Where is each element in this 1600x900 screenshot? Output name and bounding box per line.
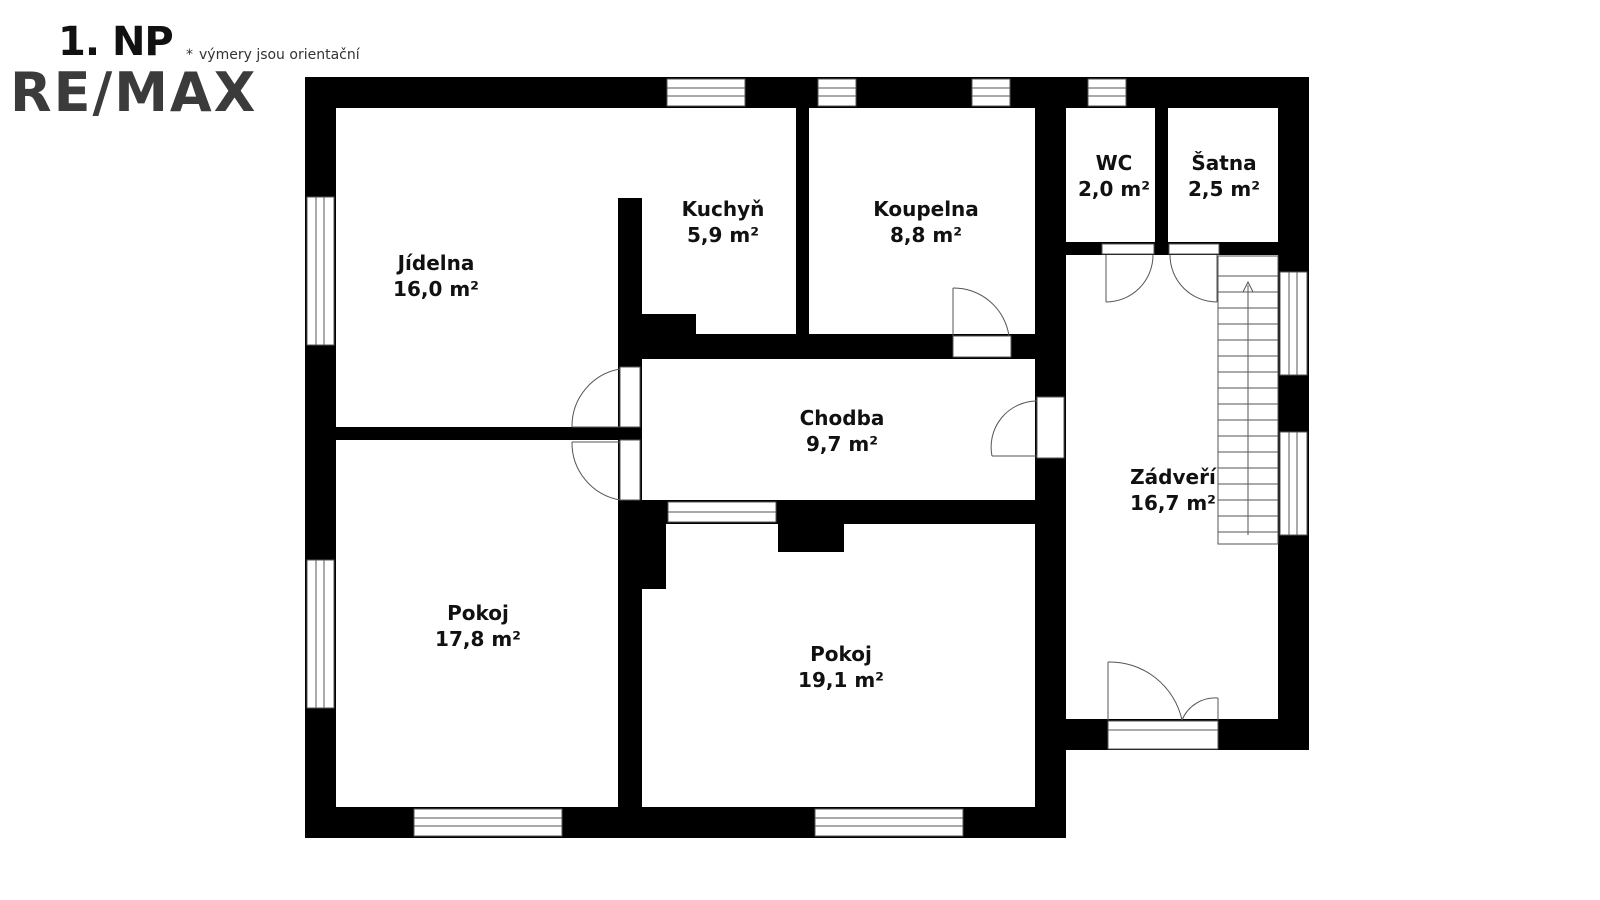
door-vestibule: [990, 396, 1065, 459]
door-wc: [1101, 243, 1155, 303]
wall-dining-room: [336, 427, 642, 440]
window-right-1: [1279, 271, 1308, 376]
room-wc-name: WC: [1096, 151, 1133, 175]
wall-annex-right: [1278, 77, 1309, 750]
wall-annex-top: [1035, 77, 1309, 108]
room-labels: Jídelna 16,0 m² Kuchyň 5,9 m² Koupelna 8…: [393, 151, 1260, 692]
room-chodba-area: 9,7 m²: [806, 432, 878, 456]
room-kuchyn-area: 5,9 m²: [687, 223, 759, 247]
room-satna-name: Šatna: [1191, 151, 1256, 175]
room-pokoj-left-area: 17,8 m²: [435, 627, 521, 651]
window-left-2: [306, 559, 335, 709]
note-mark: *: [186, 47, 193, 63]
window-top-1: [666, 78, 746, 107]
wall-kitchen-bath: [796, 108, 809, 340]
room-koupelna-name: Koupelna: [873, 197, 979, 221]
brand-logo: RE/MAX: [10, 61, 258, 124]
wall-left: [305, 77, 336, 837]
window-top-4: [1087, 78, 1127, 107]
room-pokoj-left-name: Pokoj: [447, 601, 509, 625]
room-jidelna-name: Jídelna: [396, 251, 475, 275]
window-bottom-2: [814, 808, 964, 837]
window-top-2: [817, 78, 857, 107]
door-satna: [1168, 243, 1220, 303]
window-hall: [667, 501, 777, 523]
wall-pillar: [642, 524, 666, 589]
room-wc-area: 2,0 m²: [1078, 177, 1150, 201]
window-left-1: [306, 196, 335, 346]
room-chodba-name: Chodba: [800, 406, 885, 430]
area-note: * výmery jsou orientační: [186, 47, 360, 63]
window-bottom-1: [413, 808, 563, 837]
room-zadveri-name: Zádveří: [1130, 465, 1217, 489]
room-pokoj-right-area: 19,1 m²: [798, 668, 884, 692]
door-bathroom: [952, 287, 1012, 358]
room-jidelna-area: 16,0 m²: [393, 277, 479, 301]
note-text: výmery jsou orientační: [199, 47, 360, 63]
room-koupelna-area: 8,8 m²: [890, 223, 962, 247]
room-satna-area: 2,5 m²: [1188, 177, 1260, 201]
window-right-2: [1279, 431, 1308, 536]
windows: [306, 78, 1308, 837]
door-room-left: [571, 439, 641, 501]
doors: [571, 243, 1220, 750]
window-top-3: [971, 78, 1011, 107]
door-dining: [571, 366, 641, 428]
room-kuchyn-name: Kuchyň: [682, 197, 765, 221]
door-entrance: [1107, 661, 1219, 750]
wall-wc-satna: [1155, 108, 1168, 255]
floor-label: 1. NP: [58, 19, 174, 65]
staircase: [1217, 255, 1279, 545]
room-zadveri-area: 16,7 m²: [1130, 491, 1216, 515]
room-pokoj-right-name: Pokoj: [810, 642, 872, 666]
wall-chimney: [778, 524, 844, 552]
